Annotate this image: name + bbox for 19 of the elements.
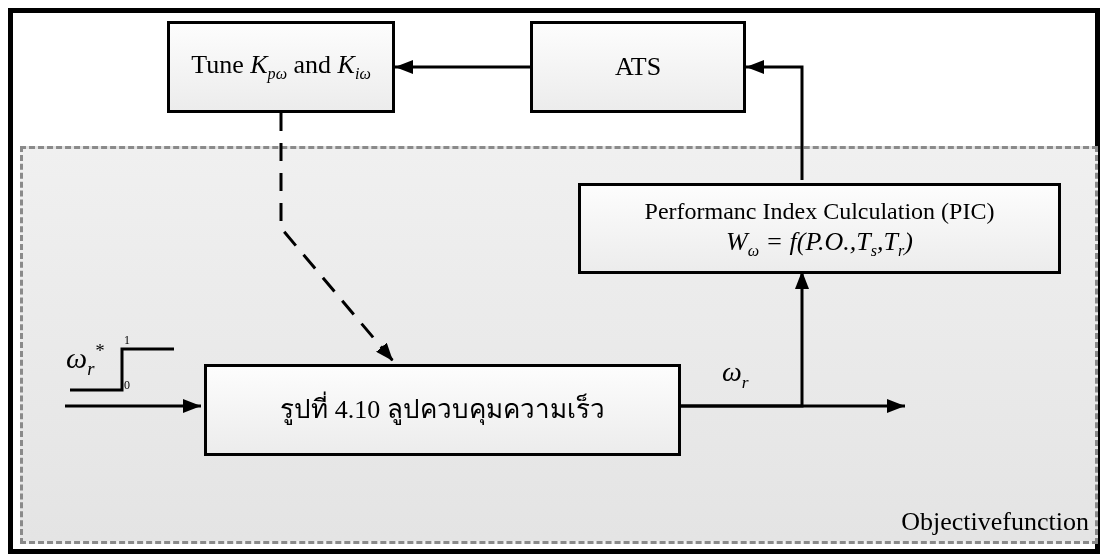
arrow — [395, 60, 530, 74]
box-label: ATS — [614, 50, 662, 83]
arrow — [678, 399, 905, 413]
box-label: Performanc Index Culculation (PIC) — [644, 196, 995, 226]
dashed-arrow — [279, 113, 395, 362]
box-label: Tune K$_{pω}$ and K$_{iω}$ — [191, 49, 371, 85]
process-box — [530, 21, 746, 113]
formula: W$_{ω}$ = f(P.O.,T$_{s}$,T$_{r}$) — [726, 225, 913, 261]
signal-label: ω$_{r}$ — [722, 356, 749, 393]
box-label: รูปที่ 4.10 ลูปควบคุมความเร็ว — [280, 393, 605, 427]
process-box — [167, 21, 395, 113]
objective-function-region — [20, 146, 1098, 544]
process-box — [578, 183, 1061, 274]
region-title: Objectivefunction — [901, 507, 1089, 537]
signal-label: 1 — [124, 333, 130, 348]
process-box — [204, 364, 681, 456]
signal-label: 0 — [124, 378, 130, 393]
arrow — [65, 399, 201, 413]
arrow — [746, 60, 804, 180]
